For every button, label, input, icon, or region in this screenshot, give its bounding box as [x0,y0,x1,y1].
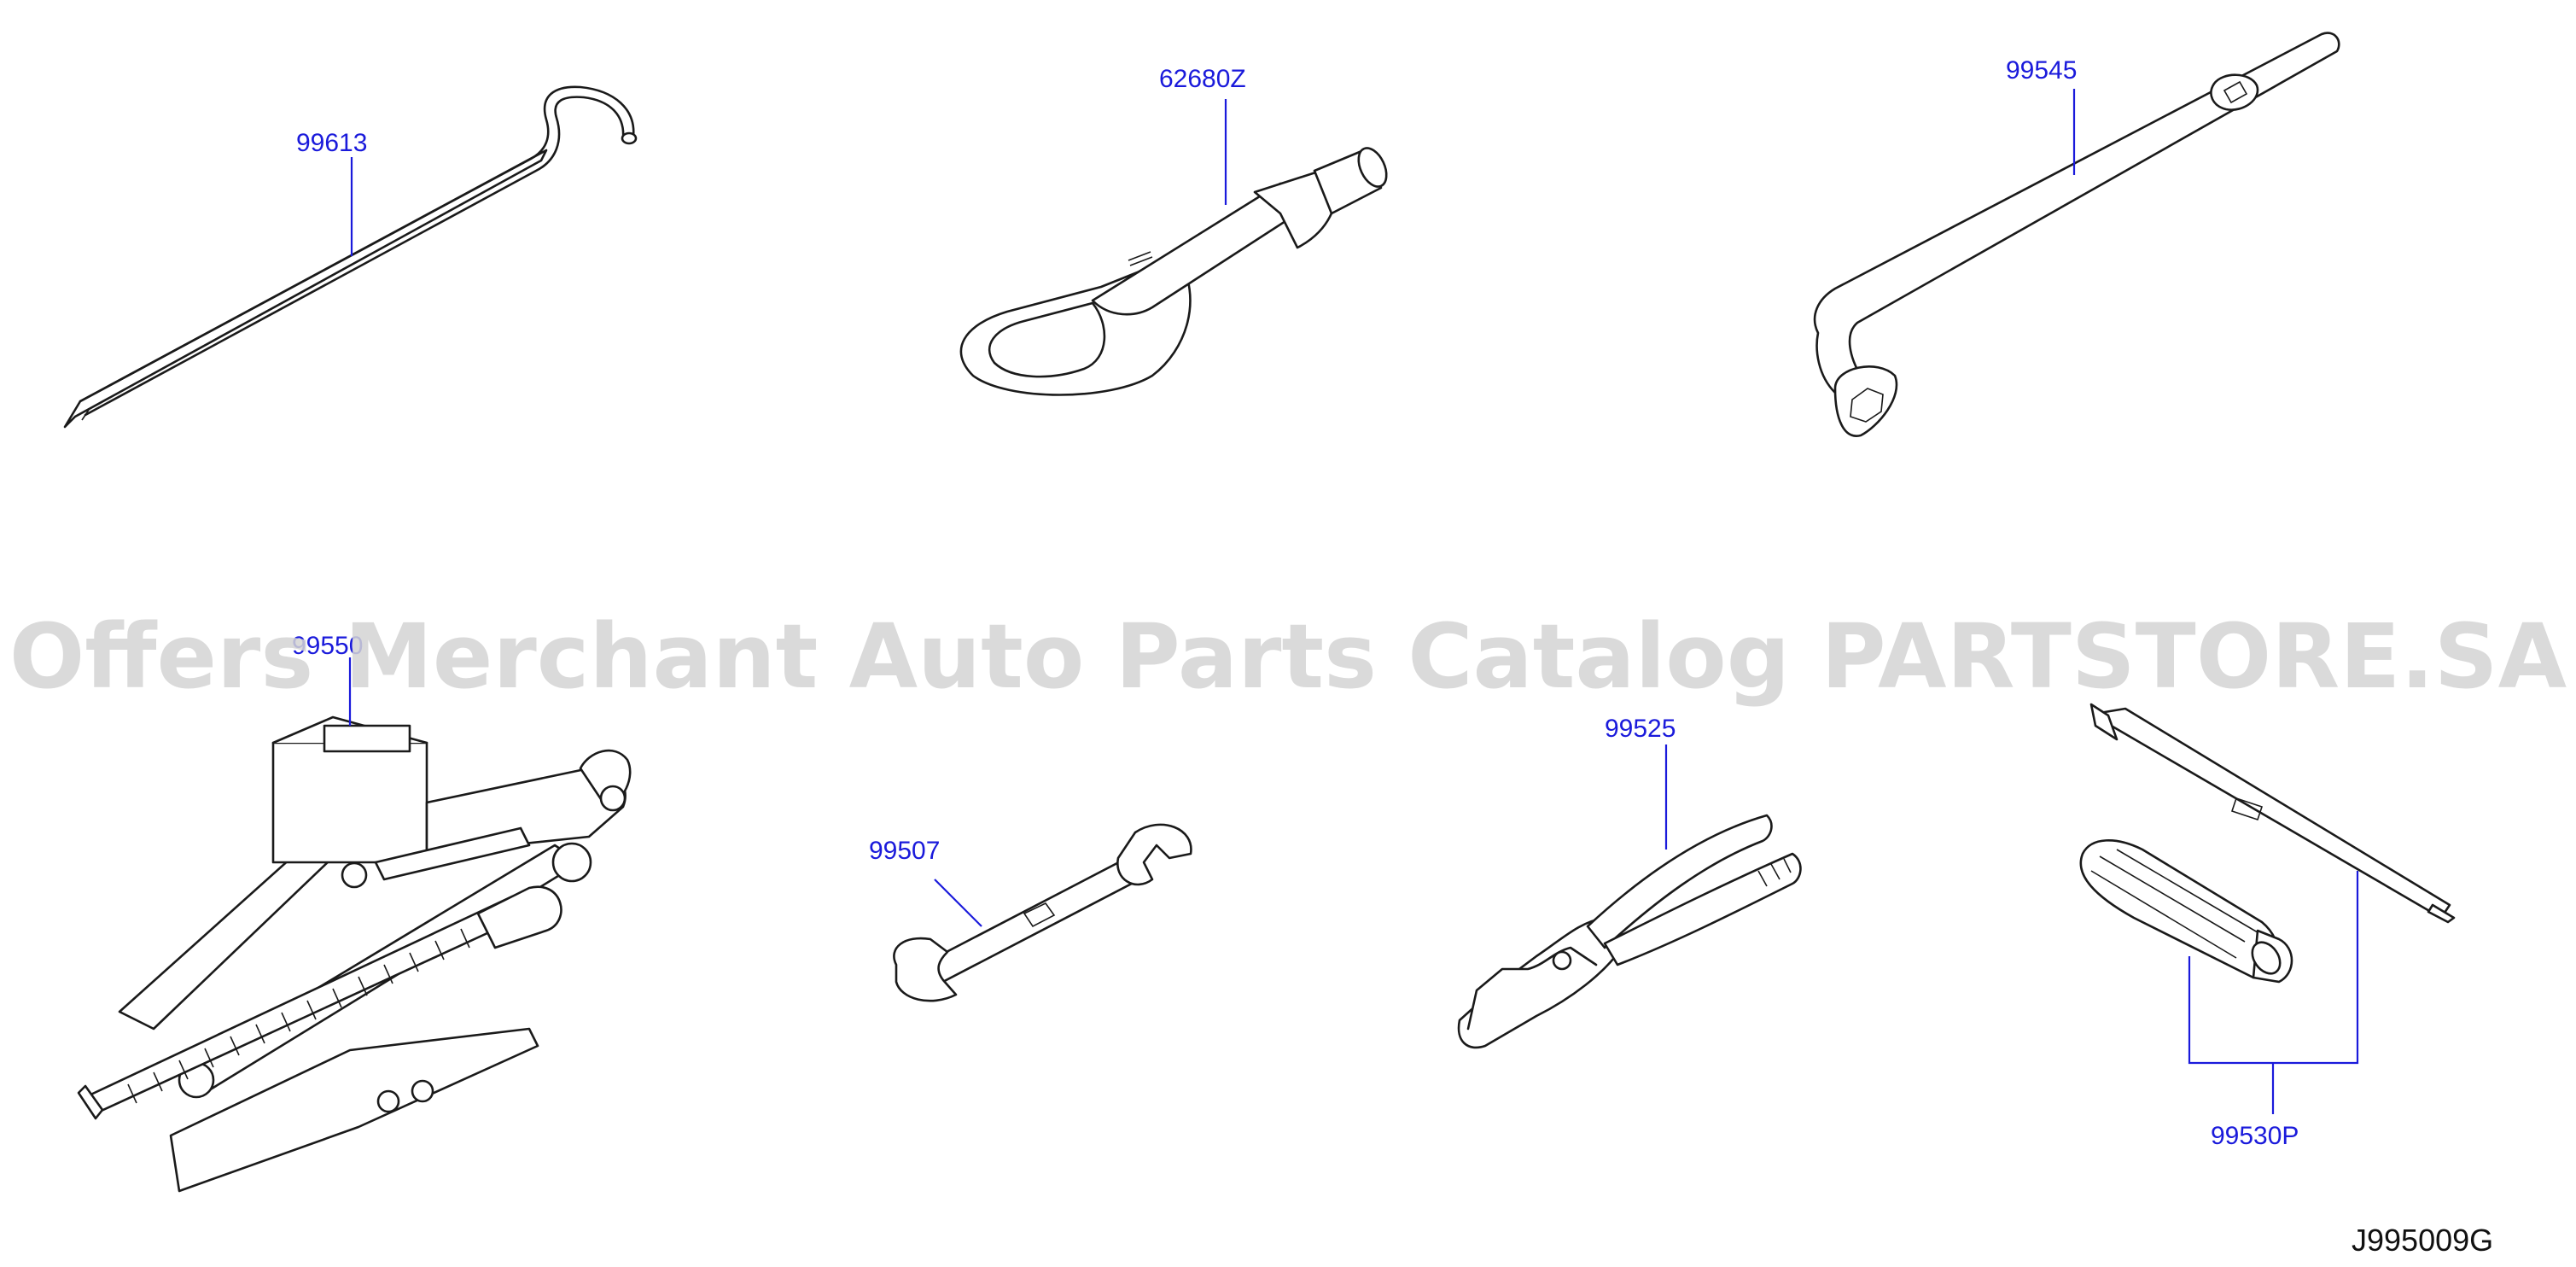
spanner-part-label[interactable]: 99507 [869,837,940,865]
diagram-code: J995009G [2352,1223,2493,1258]
screwdriver-set-bracket [2188,871,2359,1114]
watermark-text: Offers Merchant Auto Parts Catalog PARTS… [9,604,2567,709]
hook-rod-part-label[interactable]: 99613 [296,129,367,157]
spanner-illustration [893,823,1192,1002]
pliers-part-label[interactable]: 99525 [1605,715,1676,743]
spanner-leader [934,879,982,927]
tow-hook-part-label[interactable]: 62680Z [1159,65,1246,93]
pliers-illustration [1457,814,1802,1049]
lug-wrench-illustration [1813,32,2340,437]
lug-wrench-part-label[interactable]: 99545 [2006,56,2077,85]
tow-hook-illustration [959,147,1388,396]
jack-illustration [77,715,632,1193]
jack-part-label[interactable]: 99550 [292,632,363,660]
screwdriver-set-part-label[interactable]: 99530P [2211,1122,2299,1150]
screwdriver-set-illustration [2079,703,2456,984]
hook-rod-illustration [63,85,638,429]
